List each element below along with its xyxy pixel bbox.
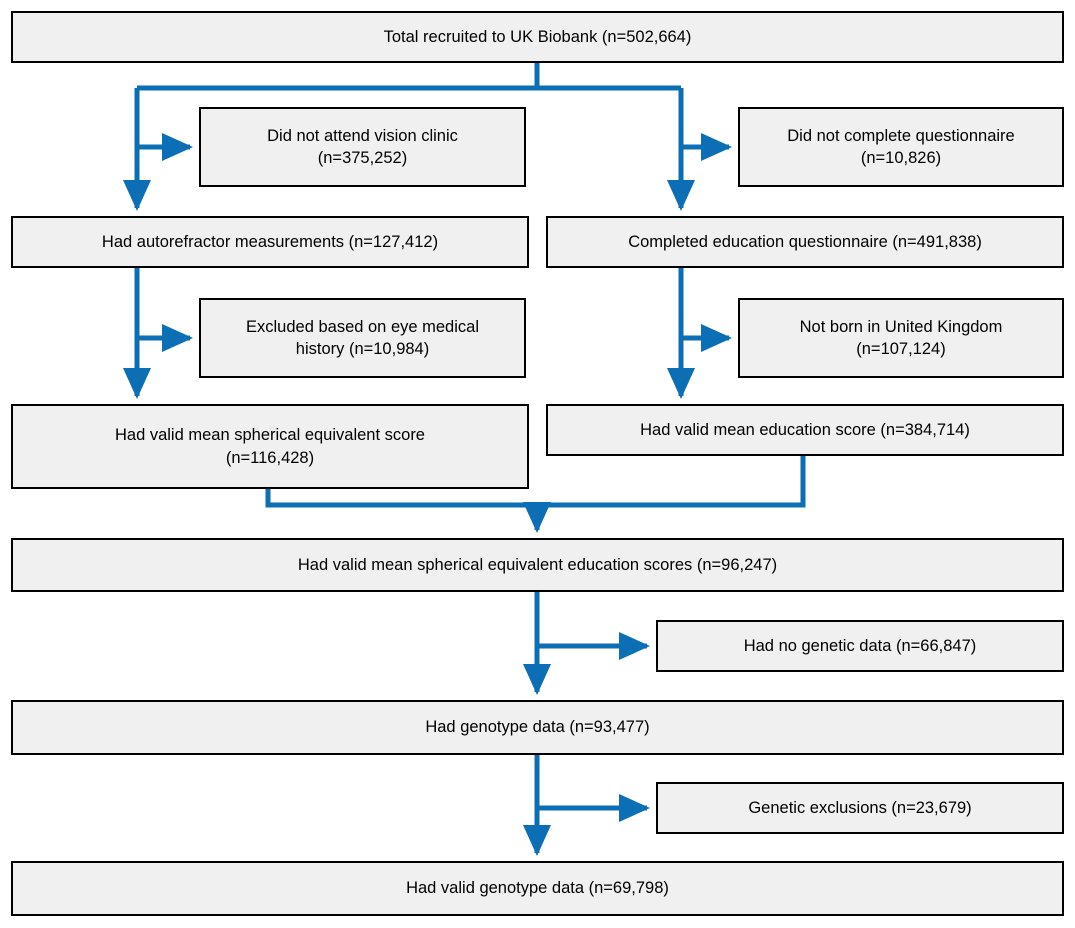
node-had-no-genetic-data[interactable]: Had no genetic data (n=66,847) (656, 620, 1064, 672)
node-did-not-complete-questionnaire[interactable]: Did not complete questionnaire (n=10,826… (738, 107, 1064, 187)
node-not-born-in-united-kingdom[interactable]: Not born in United Kingdom (n=107,124) (738, 298, 1064, 378)
node-excluded-eye-medical-history[interactable]: Excluded based on eye medical history (n… (199, 298, 526, 378)
connector-split-bar-from-total (137, 63, 681, 91)
node-did-not-attend-vision-clinic[interactable]: Did not attend vision clinic (n=375,252) (199, 107, 526, 187)
node-had-autorefractor-measurements[interactable]: Had autorefractor measurements (n=127,41… (11, 216, 529, 268)
node-had-valid-genotype-data[interactable]: Had valid genotype data (n=69,798) (11, 861, 1064, 916)
node-valid-mean-spherical-equivalent-education-scores[interactable]: Had valid mean spherical equivalent educ… (11, 538, 1064, 592)
node-had-genotype-data[interactable]: Had genotype data (n=93,477) (11, 700, 1064, 755)
node-completed-education-questionnaire[interactable]: Completed education questionnaire (n=491… (546, 216, 1064, 268)
node-genetic-exclusions[interactable]: Genetic exclusions (n=23,679) (656, 782, 1064, 834)
node-valid-mean-education-score[interactable]: Had valid mean education score (n=384,71… (546, 404, 1064, 456)
node-valid-mean-spherical-equivalent-score[interactable]: Had valid mean spherical equivalent scor… (11, 404, 529, 489)
node-total-recruited[interactable]: Total recruited to UK Biobank (n=502,664… (11, 11, 1064, 63)
